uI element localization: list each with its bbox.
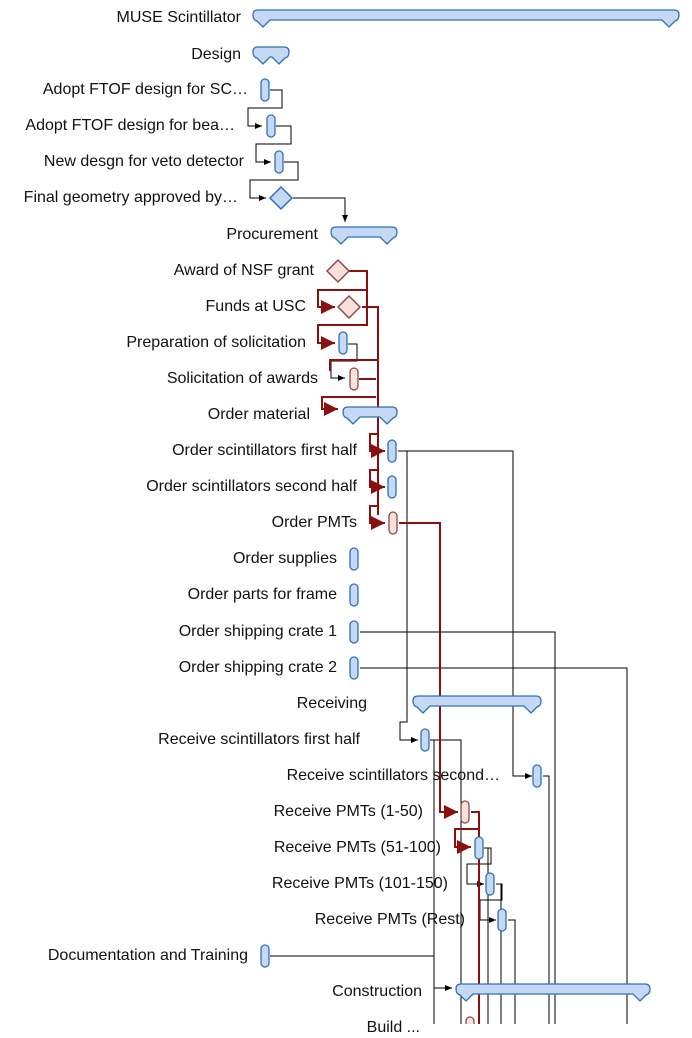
task-bar[interactable] [349, 583, 359, 607]
task-label[interactable]: MUSE Scintillator [116, 9, 241, 26]
crit-r8-trunk [362, 306, 379, 408]
task-label[interactable]: Receiving [296, 695, 367, 712]
summary-bar[interactable] [342, 406, 398, 425]
task-bar[interactable] [349, 547, 359, 571]
milestone-diamond[interactable] [268, 185, 294, 211]
task-label[interactable]: Order supplies [232, 550, 337, 567]
task-label[interactable]: Receive scintillators first half [158, 731, 360, 748]
task-bar[interactable] [266, 114, 276, 138]
task-label[interactable]: Funds at USC [205, 298, 306, 315]
task-bar[interactable] [274, 150, 284, 174]
task-bar[interactable] [387, 439, 397, 463]
milestone-diamond[interactable] [325, 258, 351, 284]
task-label[interactable]: Preparation of solicitation [126, 334, 306, 351]
crit-r8-r10 [329, 359, 378, 371]
task-label[interactable]: Order parts for frame [187, 586, 337, 603]
task-bar[interactable] [387, 475, 397, 499]
link-r4-r5 [249, 161, 299, 201]
link-r12-r21 [398, 450, 532, 779]
crit-r14 [369, 505, 385, 530]
task-bar[interactable] [460, 800, 470, 824]
task-bar[interactable] [474, 836, 484, 860]
task-bar[interactable] [260, 944, 270, 968]
link-r23-b [486, 847, 489, 1024]
task-label[interactable]: Adopt FTOF design for SC… [42, 81, 248, 98]
crit-r7-r8 [317, 270, 368, 314]
link-r20-b [432, 739, 462, 1024]
task-label[interactable]: Solicitation of awards [166, 370, 318, 387]
task-bar[interactable] [388, 511, 398, 535]
task-label[interactable]: Documentation and Training [47, 947, 248, 964]
task-label[interactable]: Procurement [226, 226, 318, 243]
crit-r13 [369, 469, 385, 494]
link-r26-r27 [270, 955, 452, 991]
task-bar[interactable] [420, 728, 430, 752]
task-label[interactable]: Build ... [366, 1019, 420, 1036]
summary-bar[interactable] [412, 695, 542, 714]
task-label[interactable]: Final geometry approved by… [23, 189, 238, 206]
task-label[interactable]: Order shipping crate 1 [178, 623, 337, 640]
task-label[interactable]: Order scintillators second half [146, 478, 357, 495]
task-label[interactable]: Receive PMTs (101-150) [271, 875, 448, 892]
task-label[interactable]: Order PMTs [271, 514, 357, 531]
crit-r22-r23 [454, 811, 480, 854]
task-bar[interactable] [349, 367, 359, 391]
link-r21 [543, 775, 550, 1024]
task-bar[interactable] [349, 656, 359, 680]
link-r12-r20 [399, 450, 418, 743]
summary-bar[interactable] [252, 9, 680, 28]
crit-r12 [369, 433, 385, 458]
summary-bar[interactable] [455, 983, 651, 1002]
task-label[interactable]: New desgn for veto detector [43, 153, 244, 170]
summary-bar[interactable] [252, 46, 290, 65]
task-bar[interactable] [497, 908, 507, 932]
task-bar[interactable] [532, 764, 542, 788]
task-bar[interactable] [485, 872, 495, 896]
link-r24-b [496, 883, 502, 1024]
task-label[interactable]: Order scintillators first half [172, 442, 357, 459]
link-r17 [360, 631, 556, 1024]
task-label[interactable]: Receive PMTs (1-50) [273, 803, 423, 820]
task-label[interactable]: Design [191, 46, 241, 63]
link-r3-r4 [255, 125, 292, 165]
crit-r14-r22 [399, 522, 458, 819]
task-label[interactable]: Order shipping crate 2 [178, 659, 337, 676]
task-label[interactable]: Receive PMTs (51-100) [273, 839, 441, 856]
task-label[interactable]: Order material [207, 406, 310, 423]
crit-r7-r9 [317, 290, 368, 350]
crit-r11 [321, 396, 376, 416]
link-r2-r3 [247, 89, 283, 129]
task-label[interactable]: Award of NSF grant [173, 262, 314, 279]
summary-bar[interactable] [330, 226, 398, 245]
link-r5-r6 [293, 197, 348, 222]
task-label[interactable]: Construction [332, 983, 422, 1000]
task-bar[interactable] [338, 331, 348, 355]
task-bar[interactable] [465, 1016, 475, 1024]
task-label[interactable]: Adopt FTOF design for bea… [25, 117, 235, 134]
task-bar[interactable] [260, 78, 270, 102]
task-label[interactable]: Receive scintillators second… [286, 767, 500, 784]
task-bar[interactable] [349, 620, 359, 644]
milestone-diamond[interactable] [336, 294, 362, 320]
link-r18 [360, 667, 628, 1024]
task-label[interactable]: Receive PMTs (Rest) [314, 911, 465, 928]
